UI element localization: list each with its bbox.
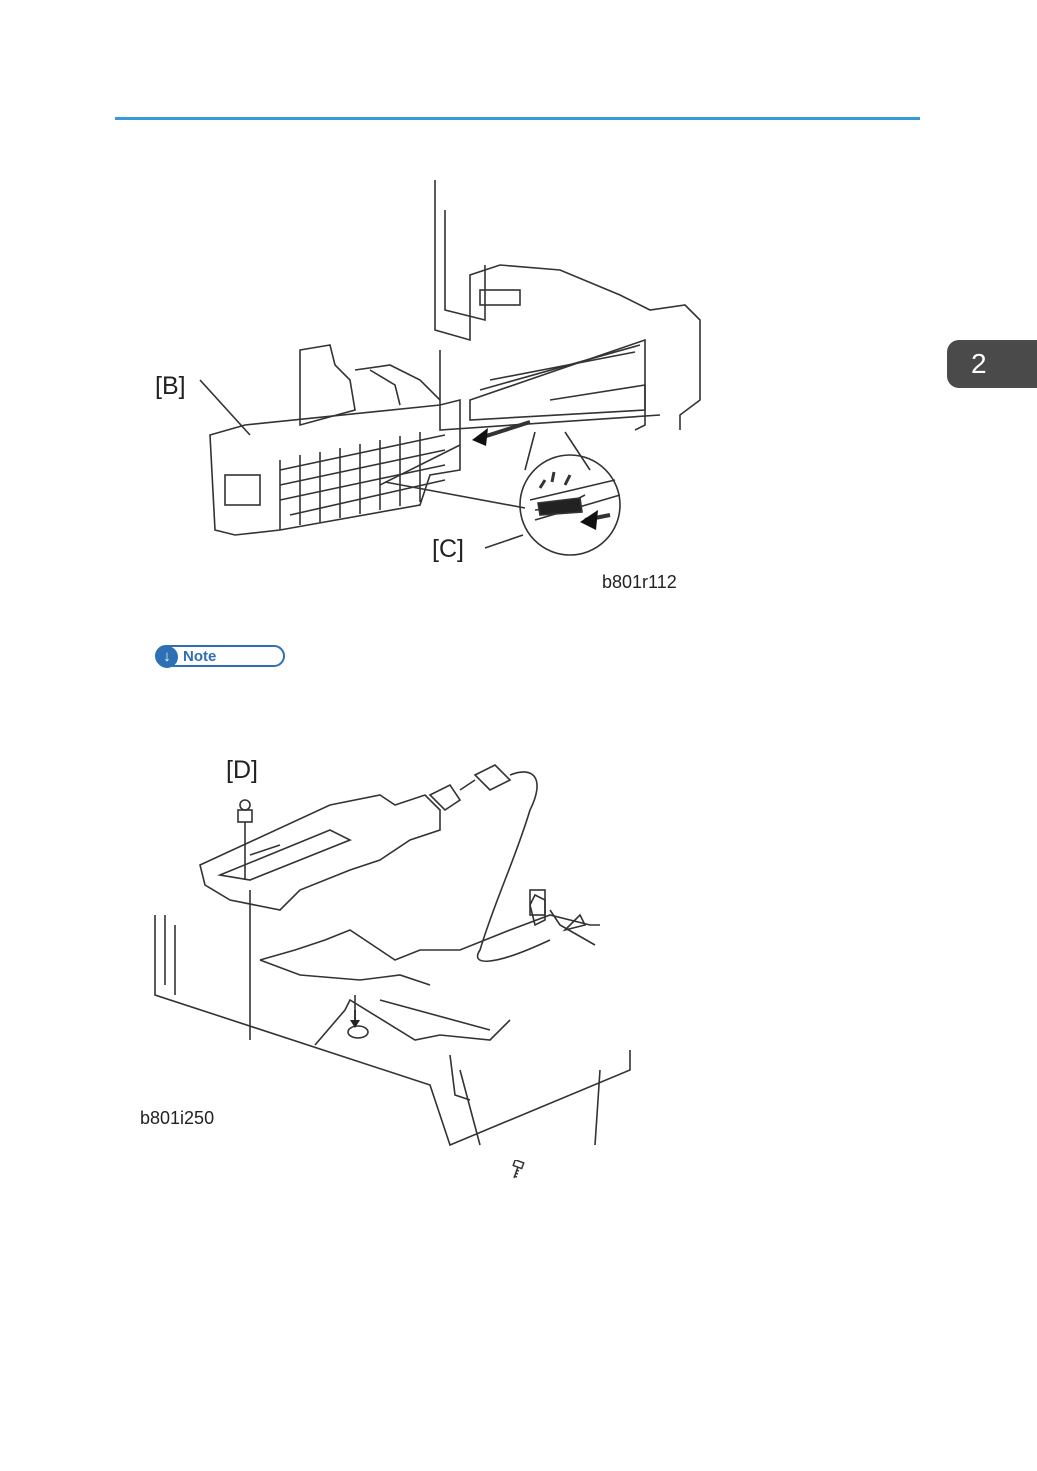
note-badge: ↓ Note <box>155 645 285 667</box>
callout-b: [B] <box>155 372 186 401</box>
figure-2-id: b801i250 <box>140 1108 214 1129</box>
header-rule <box>115 117 920 120</box>
chapter-tab[interactable]: 2 <box>947 340 1037 388</box>
chapter-number: 2 <box>971 348 987 379</box>
figure-1-illustration <box>140 170 720 610</box>
figure-2-illustration <box>150 750 650 1150</box>
callout-d: [D] <box>226 756 258 785</box>
figure-1-id: b801r112 <box>602 572 677 593</box>
down-arrow-circle-icon: ↓ <box>156 646 178 668</box>
callout-c: [C] <box>432 535 464 564</box>
screw-icon <box>510 1160 526 1180</box>
note-label: Note <box>183 648 216 665</box>
